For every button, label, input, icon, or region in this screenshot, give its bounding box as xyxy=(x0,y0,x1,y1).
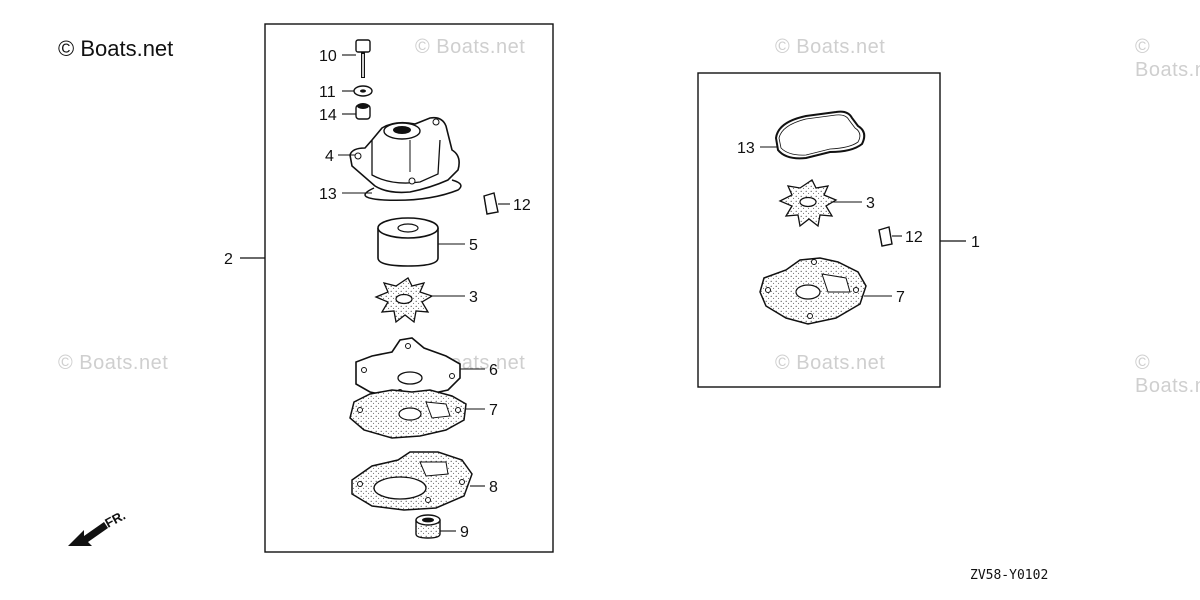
liner-part xyxy=(377,217,439,267)
callout-label: 8 xyxy=(489,479,498,496)
callout-label: 12 xyxy=(513,197,531,214)
bottom-gasket-part xyxy=(351,451,473,511)
callout-label: 7 xyxy=(489,402,498,419)
callout-label: 13 xyxy=(737,140,755,157)
o-ring-part xyxy=(774,110,866,160)
callout-label: 3 xyxy=(469,289,478,306)
bolt-part xyxy=(355,39,371,78)
callout-label: 11 xyxy=(319,84,336,101)
callout-label: 14 xyxy=(319,107,337,124)
gasket-part xyxy=(759,257,867,325)
gasket-part xyxy=(349,389,467,439)
pump-housing-part xyxy=(349,116,460,194)
callout-label: 6 xyxy=(489,362,498,379)
callout-label: 9 xyxy=(460,524,469,541)
seal-part xyxy=(415,514,441,539)
key-part xyxy=(483,192,499,215)
watermark: © Boats.net xyxy=(58,352,169,374)
callout-label: 5 xyxy=(469,237,478,254)
callout-label: 13 xyxy=(319,186,337,203)
callout-label: 4 xyxy=(325,148,334,165)
front-direction-arrow: FR. xyxy=(68,508,128,546)
collar-part xyxy=(355,103,371,120)
callout-label: 12 xyxy=(905,229,923,246)
assembly-frame-left xyxy=(264,23,554,553)
watermark: © Boats.net xyxy=(775,352,886,374)
callout-label: 10 xyxy=(319,48,337,65)
diagram-code: ZV58-Y0102 xyxy=(970,568,1049,583)
callout-assembly-2: 2 xyxy=(224,251,233,268)
assembly-frame-right xyxy=(697,72,941,388)
watermark: © Boats.net xyxy=(415,36,526,58)
copyright-notice: © Boats.net xyxy=(58,36,174,61)
watermark: © Boats.net xyxy=(1135,352,1200,397)
key-part xyxy=(878,226,893,247)
impeller-part xyxy=(374,277,434,324)
watermark: © Boats.net xyxy=(1135,36,1200,81)
o-ring-part xyxy=(364,179,462,202)
callout-label: 7 xyxy=(896,289,905,306)
callout-assembly-1: 1 xyxy=(971,234,980,251)
impeller-part xyxy=(778,179,838,228)
plate-part xyxy=(355,337,461,399)
watermark: © Boats.net xyxy=(775,36,886,58)
callout-label: 3 xyxy=(866,195,875,212)
